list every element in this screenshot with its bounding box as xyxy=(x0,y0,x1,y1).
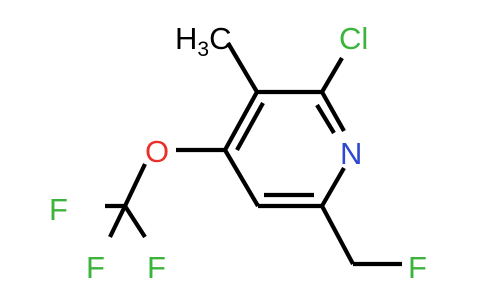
methyl-label: H3C xyxy=(175,21,231,61)
bond-c4-c3 xyxy=(223,90,259,152)
bond-inner-c2-n xyxy=(315,103,336,135)
fluorine-top-label: F xyxy=(49,192,68,227)
bond-cf3-f-left xyxy=(108,205,127,238)
fluorine-bottom-label: F xyxy=(147,250,166,285)
bond-c6-ch2 xyxy=(320,205,355,265)
bond-o-cf3 xyxy=(123,163,147,207)
bond-inner-c4-c3 xyxy=(235,101,265,152)
fluorine-left-label: F xyxy=(86,250,105,285)
bond-c2-cl xyxy=(320,56,344,94)
bond-n-c6 xyxy=(320,166,346,208)
nitrogen-label: N xyxy=(340,136,362,171)
bond-c2-n xyxy=(320,90,346,133)
bond-cf3-f-bottom xyxy=(123,204,147,239)
chlorine-label: Cl xyxy=(339,21,368,56)
fluorine-ch2-label: F xyxy=(408,250,427,285)
oxygen-label: O xyxy=(145,134,169,169)
bond-c5-c4 xyxy=(223,148,260,208)
bond-c3-methyl xyxy=(226,41,259,94)
